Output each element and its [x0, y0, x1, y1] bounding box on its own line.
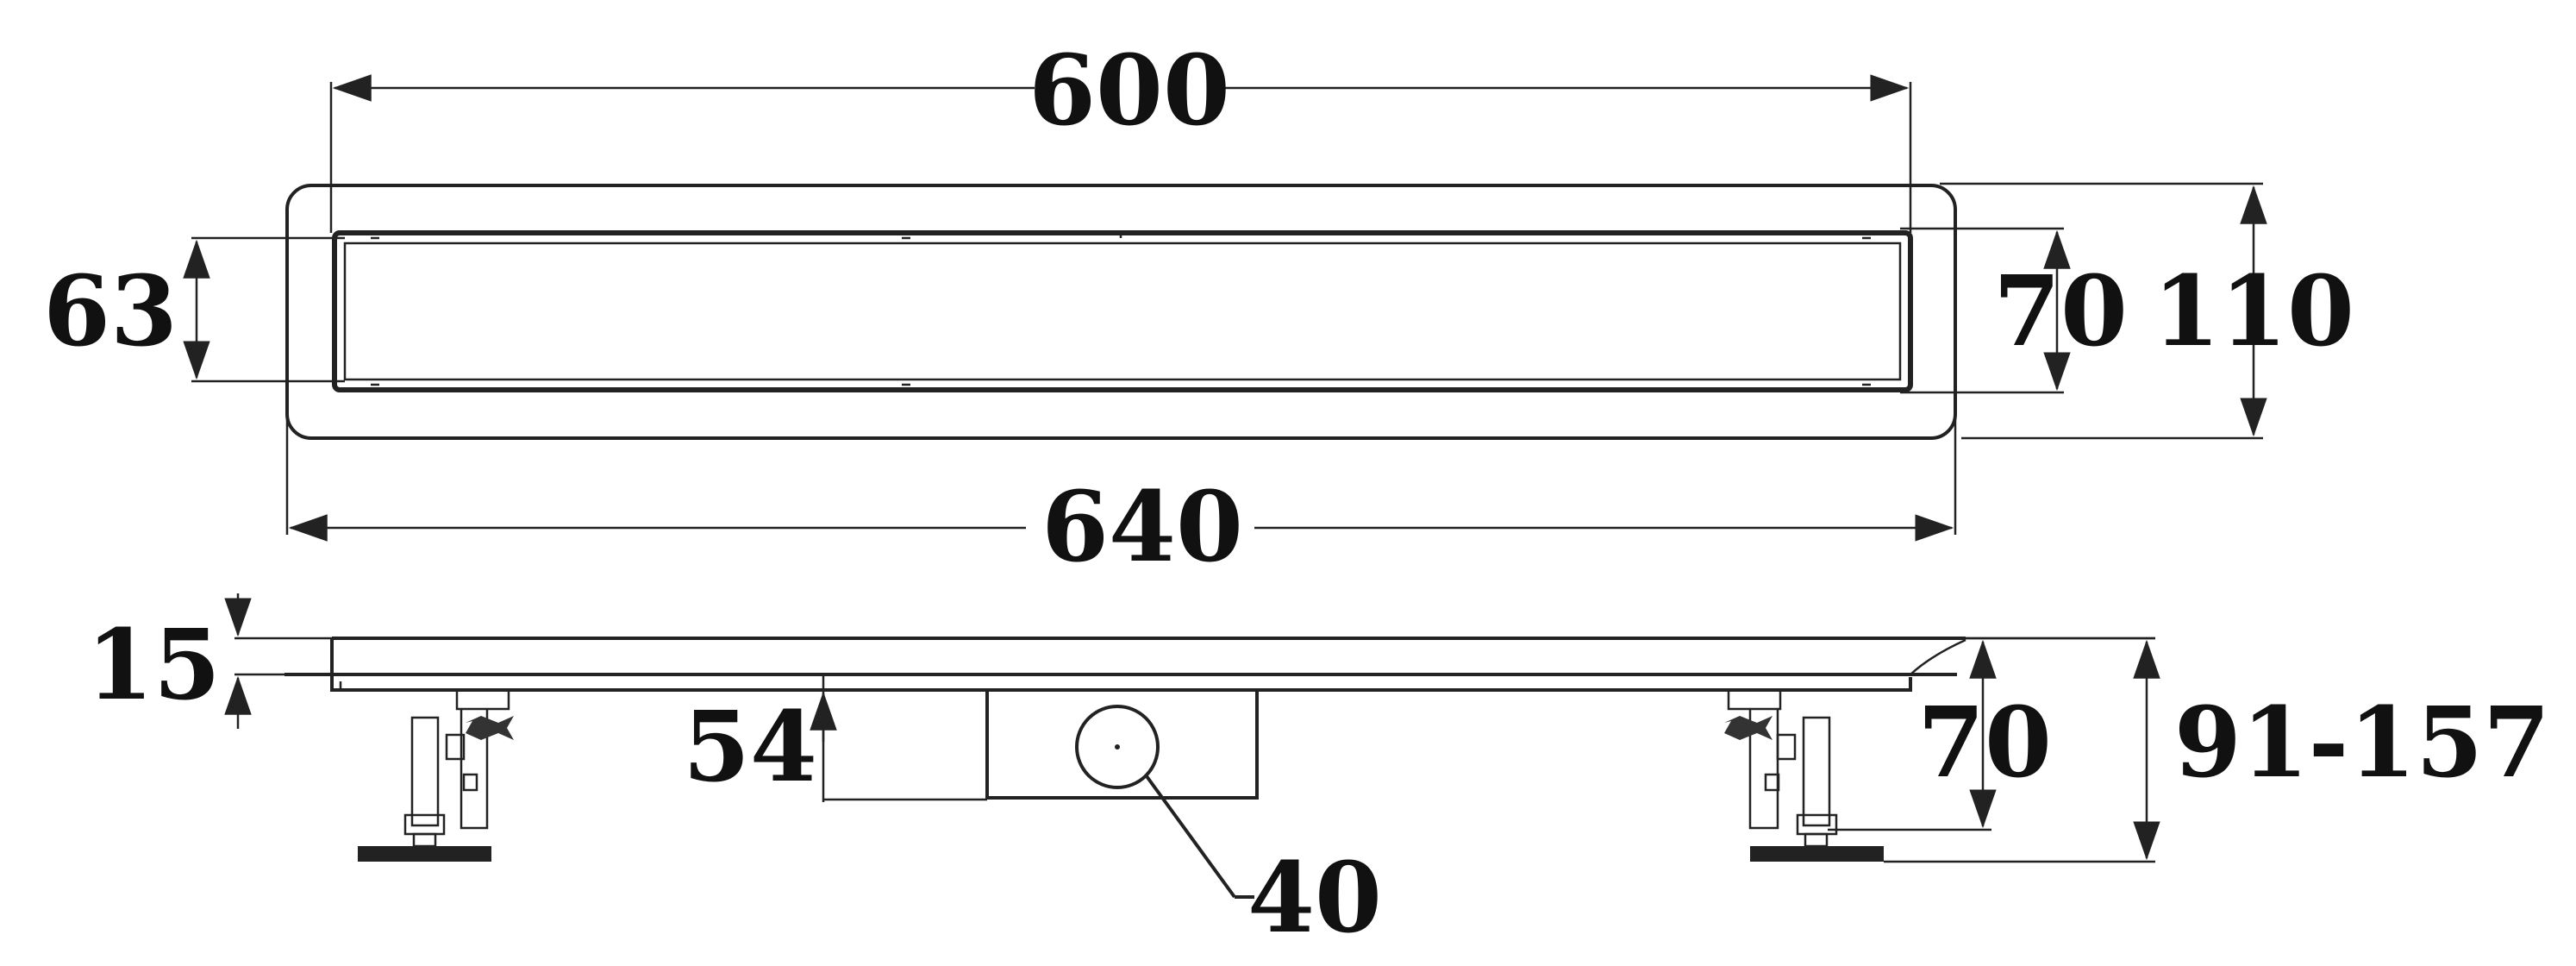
outlet-leader-line	[1145, 775, 1236, 899]
outer-frame	[285, 184, 1957, 440]
left-leveling-foot	[358, 688, 514, 862]
frame-bevel	[1910, 638, 1966, 675]
foot-clip-lower	[462, 773, 478, 792]
foot-bracket-arm	[1748, 709, 1779, 830]
channel-top-section	[330, 638, 1912, 692]
outlet-pipe	[1075, 705, 1160, 789]
grate-inner	[343, 242, 1902, 381]
foot-clip	[1776, 733, 1797, 761]
outlet-center	[1115, 744, 1120, 750]
foot-base	[1750, 846, 1884, 862]
frame-width-label: 110	[2153, 255, 2354, 368]
frame-length-label: 640	[1041, 471, 1243, 584]
side-view: 15 54 70 91-157 40	[86, 593, 2550, 955]
channel-body	[332, 688, 1259, 800]
side-height-label: 70	[1917, 687, 2052, 800]
foot-bracket	[1727, 688, 1782, 711]
channel-width-label: 70	[1993, 255, 2128, 368]
adjustable-height-label: 91-157	[2174, 687, 2550, 800]
foot-bracket	[455, 688, 510, 711]
body-depth-label: 54	[683, 691, 817, 804]
right-leveling-foot	[1724, 688, 1884, 862]
grate-width-label: 63	[43, 255, 178, 368]
outlet-diameter-label: 40	[1247, 842, 1382, 955]
foot-bracket-arm	[460, 709, 489, 830]
foot-clip	[445, 733, 466, 761]
wing-nut	[466, 716, 514, 740]
wing-nut	[1724, 716, 1773, 740]
foot-clip-lower	[1764, 773, 1780, 792]
foot-screw	[1802, 716, 1831, 827]
grate-length-label: 600	[1029, 34, 1230, 147]
foot-stem	[1804, 832, 1829, 848]
frame-thickness-label: 15	[86, 609, 221, 722]
grate	[332, 230, 1913, 392]
top-view: 600 63 70 110 640	[43, 34, 2354, 584]
foot-screw	[410, 716, 440, 827]
foot-base	[358, 846, 491, 862]
foot-stem	[412, 832, 437, 848]
